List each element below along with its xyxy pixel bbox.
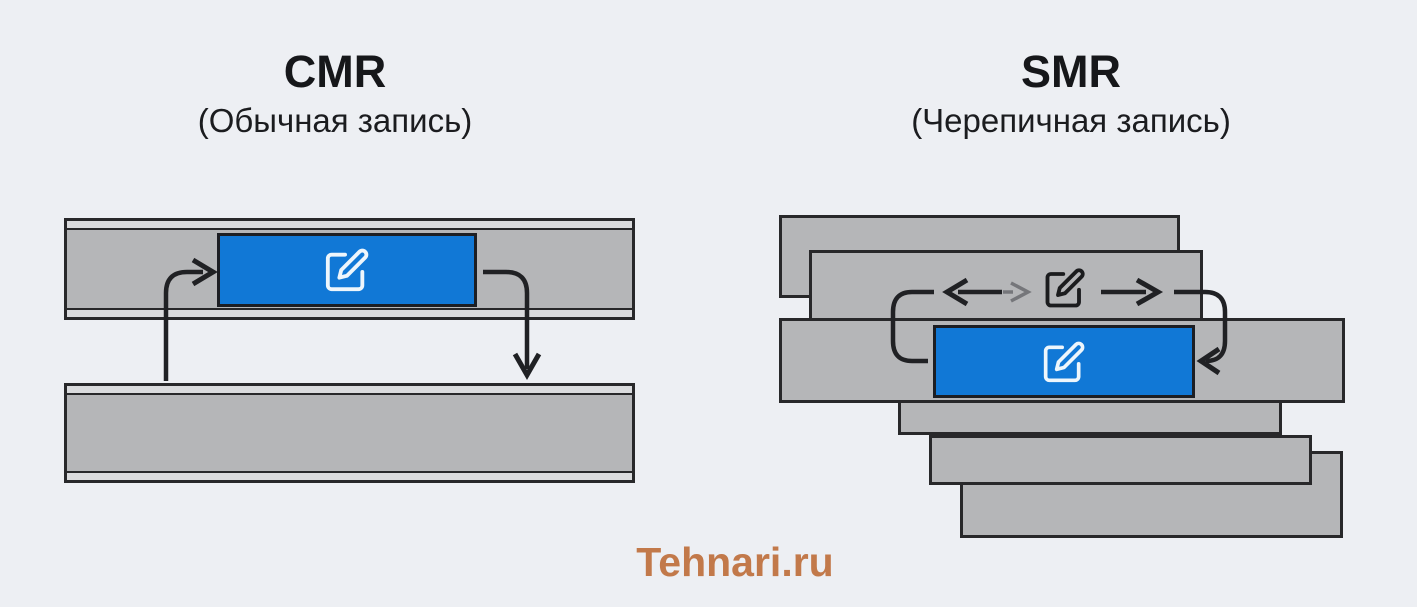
track-edge-strip bbox=[67, 221, 632, 228]
track-edge-line bbox=[67, 228, 632, 230]
cmr-write-out-arrowhead bbox=[512, 352, 542, 381]
track-edge-line bbox=[67, 308, 632, 310]
cmr-title: CMR bbox=[283, 46, 387, 97]
watermark-tehnari: Tehnari.ru bbox=[636, 539, 834, 585]
cmr-track-lower bbox=[64, 383, 635, 483]
cmr-data-block bbox=[217, 233, 477, 307]
edit-head-icon bbox=[1045, 268, 1085, 308]
track-edge-strip bbox=[67, 310, 632, 317]
smr-data-block bbox=[933, 325, 1195, 398]
track-edge-strip bbox=[67, 473, 632, 480]
edit-pencil-square-icon bbox=[1043, 341, 1085, 382]
smr-subtitle: (Черепичная запись) bbox=[911, 102, 1231, 139]
track-edge-line bbox=[67, 393, 632, 395]
track-edge-line bbox=[67, 471, 632, 473]
smr-track-5 bbox=[929, 435, 1312, 485]
track-edge-strip bbox=[67, 386, 632, 393]
track-surface bbox=[67, 395, 632, 471]
cmr-subtitle: (Обычная запись) bbox=[197, 102, 473, 139]
smr-title: SMR bbox=[1021, 46, 1121, 97]
edit-pencil-square-icon bbox=[325, 248, 369, 292]
